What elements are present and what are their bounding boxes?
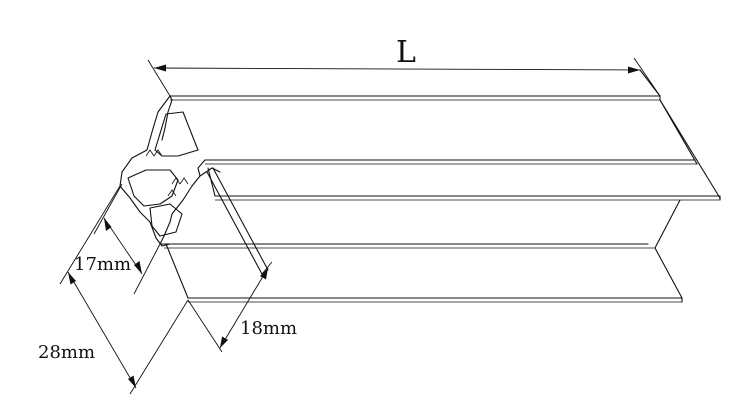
- length-label: L: [396, 35, 416, 70]
- profile-lower-channel: [159, 167, 683, 303]
- dim-17mm-label: 17mm: [74, 254, 131, 275]
- profile-end-face: [119, 95, 221, 247]
- profile-upper-body: [169, 69, 721, 201]
- dim-18mm-label: 18mm: [240, 318, 297, 339]
- dimension-18mm: [187, 261, 273, 353]
- dim-28mm-label: 28mm: [38, 342, 95, 363]
- dimension-17mm: [93, 183, 161, 295]
- dimension-28mm: [59, 185, 189, 395]
- dimension-length: [147, 57, 661, 97]
